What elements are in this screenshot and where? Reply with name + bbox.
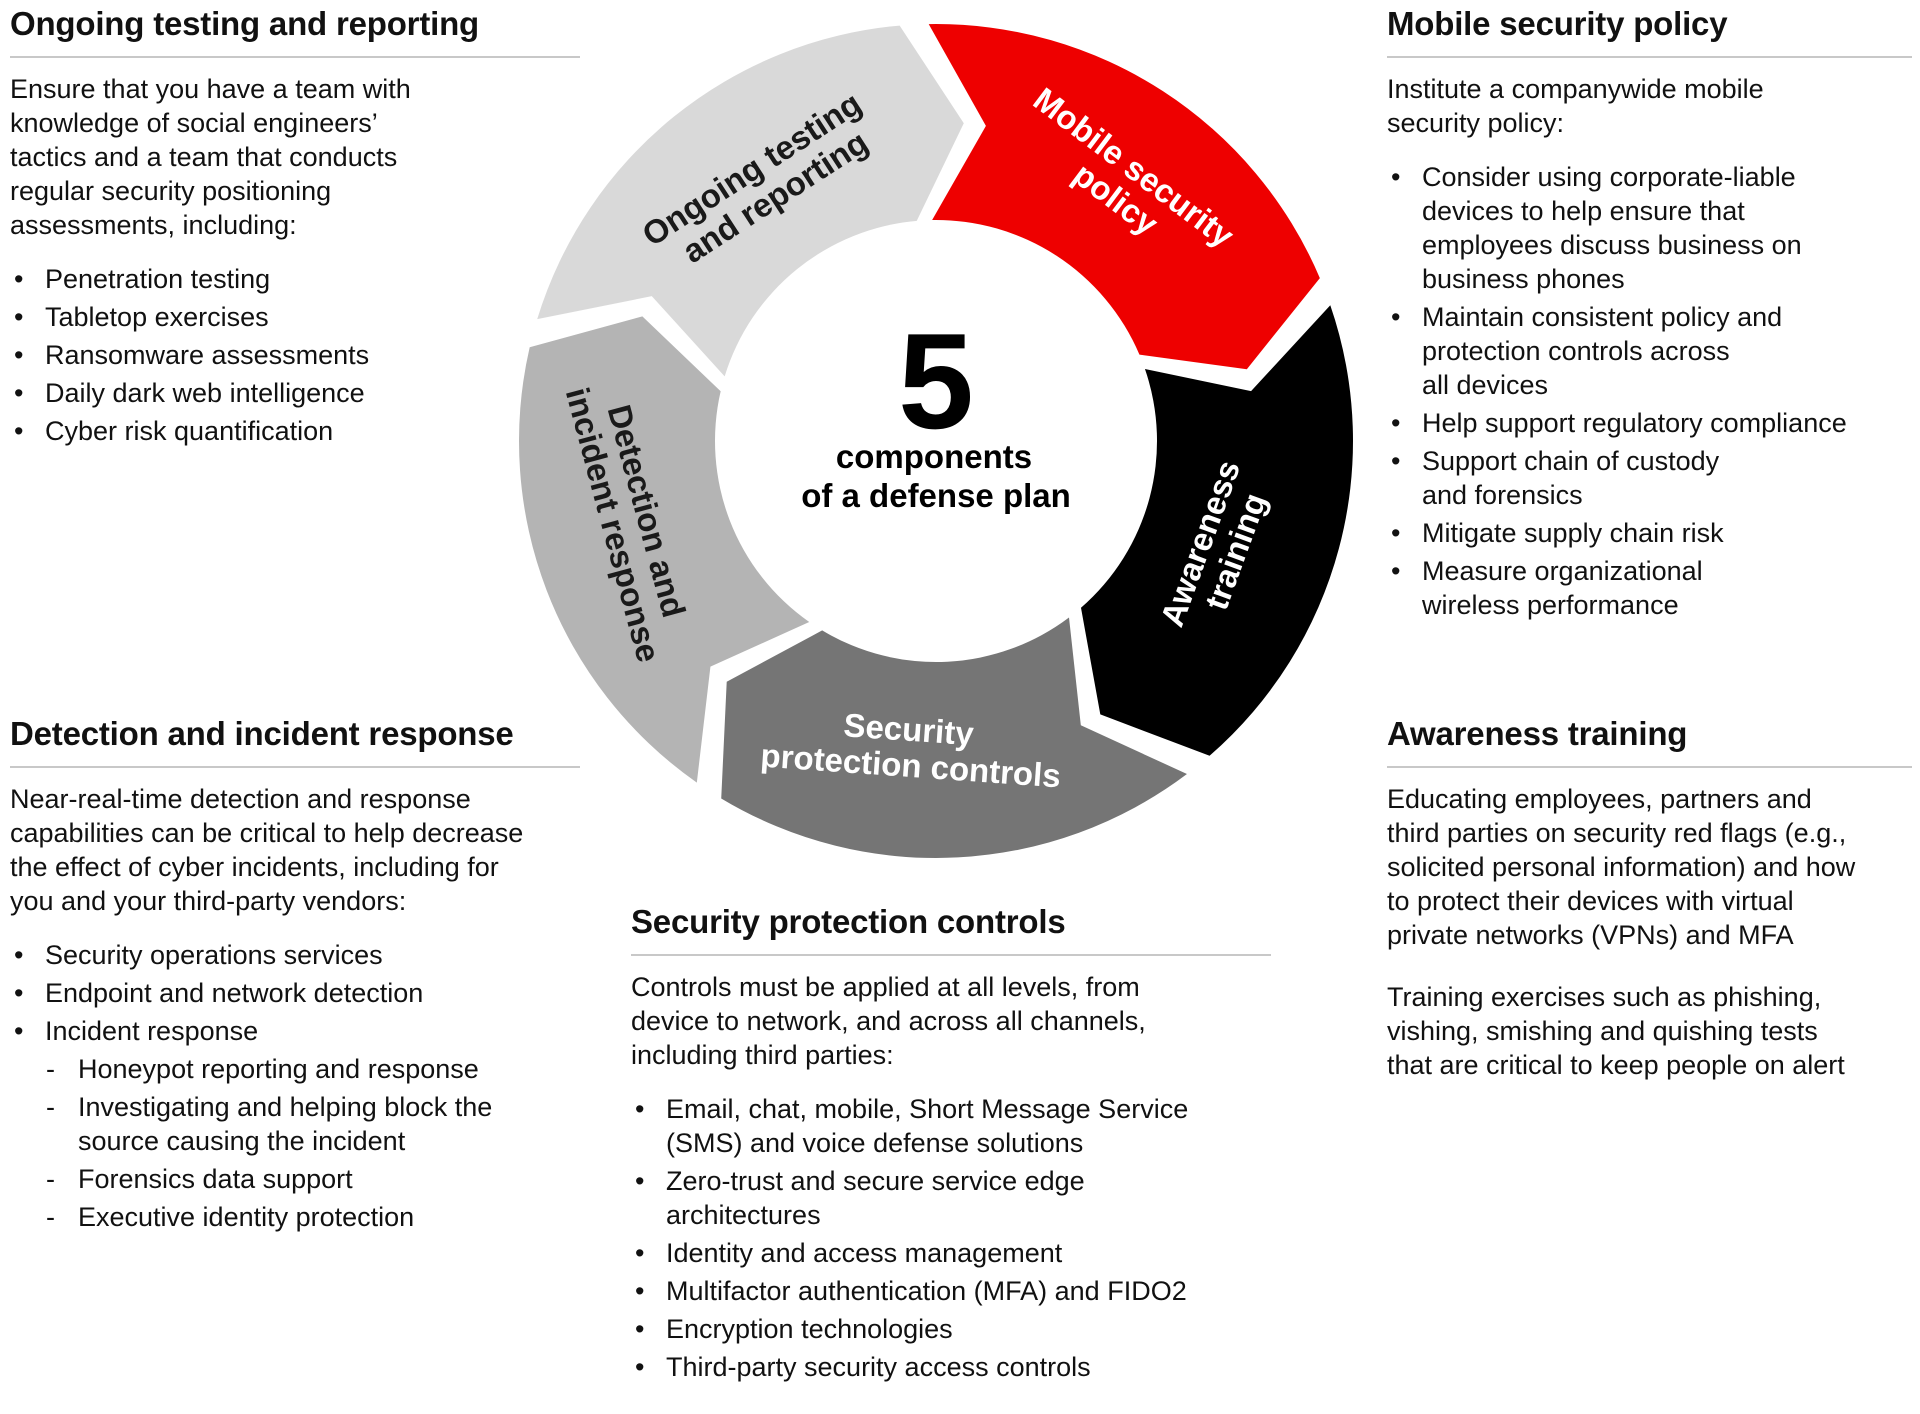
list-item-text: Tabletop exercises xyxy=(45,302,269,332)
list-item: •Identity and access management xyxy=(635,1238,1063,1268)
list-item-text: Forensics data support xyxy=(78,1164,353,1194)
list-item-text: Ransomware assessments xyxy=(45,340,370,370)
awareness-paragraph-1: Educating employees, partners and third … xyxy=(1387,784,1856,950)
list-item: •Measure organizational wireless perform… xyxy=(1391,556,1703,620)
list-item-text: Daily dark web intelligence xyxy=(45,378,365,408)
awareness-section: Awareness training Educating employees, … xyxy=(1387,714,1912,1082)
list-item: •Endpoint and network detection xyxy=(14,978,424,1008)
sub-list-item: -Investigating and helping block the sou… xyxy=(46,1092,493,1156)
detection-heading: Detection and incident response xyxy=(10,714,580,768)
list-item-text: Investigating and helping block the sour… xyxy=(78,1092,493,1156)
awareness-paragraph-2: Training exercises such as phishing, vis… xyxy=(1387,982,1845,1080)
list-item-text: Honeypot reporting and response xyxy=(78,1054,479,1084)
ring-segment-security xyxy=(721,617,1187,858)
list-item-text: Mitigate supply chain risk xyxy=(1422,518,1724,548)
list-item-text: Security operations services xyxy=(45,940,383,970)
ongoing-list: •Penetration testing •Tabletop exercises… xyxy=(10,262,580,448)
list-item: •Email, chat, mobile, Short Message Serv… xyxy=(635,1094,1189,1158)
sub-list-item: -Honeypot reporting and response xyxy=(46,1054,479,1084)
list-item-text: Incident response xyxy=(45,1016,259,1046)
ring-segment-mobile xyxy=(928,23,1320,370)
list-item: •Incident response xyxy=(14,1016,259,1046)
list-item: •Support chain of custody and forensics xyxy=(1391,446,1720,510)
list-item: •Multifactor authentication (MFA) and FI… xyxy=(635,1276,1187,1306)
list-item-text: Support chain of custody and forensics xyxy=(1422,446,1720,510)
ring-segment-awareness xyxy=(1080,305,1353,756)
ring-label-line: Security xyxy=(842,706,975,752)
list-item: •Tabletop exercises xyxy=(14,302,269,332)
list-item-text: Identity and access management xyxy=(666,1238,1063,1268)
list-item-text: Cyber risk quantification xyxy=(45,416,334,446)
ongoing-heading: Ongoing testing and reporting xyxy=(10,4,580,58)
security-heading: Security protection controls xyxy=(631,902,1271,956)
list-item: •Mitigate supply chain risk xyxy=(1391,518,1724,548)
list-item-text: Executive identity protection xyxy=(78,1202,415,1232)
detection-section: Detection and incident response Near-rea… xyxy=(10,714,580,1238)
list-item: •Penetration testing xyxy=(14,264,271,294)
list-item: •Help support regulatory compliance xyxy=(1391,408,1847,438)
sub-list-item: -Forensics data support xyxy=(46,1164,353,1194)
mobile-intro: Institute a companywide mobile security … xyxy=(1387,74,1764,138)
list-item-text: Email, chat, mobile, Short Message Servi… xyxy=(666,1094,1189,1158)
list-item-text: Third-party security access controls xyxy=(666,1352,1091,1382)
security-intro: Controls must be applied at all levels, … xyxy=(631,972,1146,1070)
list-item-text: Endpoint and network detection xyxy=(45,978,424,1008)
list-item-text: Consider using corporate-liable devices … xyxy=(1422,162,1802,294)
ring-segment-ongoing xyxy=(537,25,964,377)
mobile-heading: Mobile security policy xyxy=(1387,4,1912,58)
list-item-text: Measure organizational wireless performa… xyxy=(1422,556,1703,620)
ongoing-intro: Ensure that you have a team with knowled… xyxy=(10,74,411,240)
ongoing-section: Ongoing testing and reporting Ensure tha… xyxy=(10,4,580,452)
list-item-text: Multifactor authentication (MFA) and FID… xyxy=(666,1276,1187,1306)
list-item-text: Encryption technologies xyxy=(666,1314,953,1344)
ring-segment-detection xyxy=(519,316,810,783)
security-section: Security protection controls Controls mu… xyxy=(631,902,1271,1388)
list-item: •Ransomware assessments xyxy=(14,340,370,370)
list-item: •Maintain consistent policy and protecti… xyxy=(1391,302,1783,400)
list-item-text: Help support regulatory compliance xyxy=(1422,408,1847,438)
detection-list: •Security operations services •Endpoint … xyxy=(10,938,580,1234)
list-item: •Third-party security access controls xyxy=(635,1352,1091,1382)
list-item: •Zero-trust and secure service edge arch… xyxy=(635,1166,1085,1230)
list-item: •Cyber risk quantification xyxy=(14,416,334,446)
list-item: •Encryption technologies xyxy=(635,1314,953,1344)
list-item: •Daily dark web intelligence xyxy=(14,378,365,408)
awareness-heading: Awareness training xyxy=(1387,714,1912,768)
mobile-list: •Consider using corporate-liable devices… xyxy=(1387,160,1912,622)
list-item-text: Zero-trust and secure service edge archi… xyxy=(666,1166,1085,1230)
security-list: •Email, chat, mobile, Short Message Serv… xyxy=(631,1092,1271,1384)
list-item-text: Penetration testing xyxy=(45,264,271,294)
center-line-1: components xyxy=(836,438,1032,475)
list-item: •Consider using corporate-liable devices… xyxy=(1391,162,1802,294)
mobile-section: Mobile security policy Institute a compa… xyxy=(1387,4,1912,626)
list-item: •Security operations services xyxy=(14,940,383,970)
center-line-2: of a defense plan xyxy=(801,477,1071,514)
sub-list-item: -Executive identity protection xyxy=(46,1202,415,1232)
detection-intro: Near-real-time detection and response ca… xyxy=(10,784,524,916)
center-number: 5 xyxy=(898,305,974,457)
list-item-text: Maintain consistent policy and protectio… xyxy=(1422,302,1783,400)
